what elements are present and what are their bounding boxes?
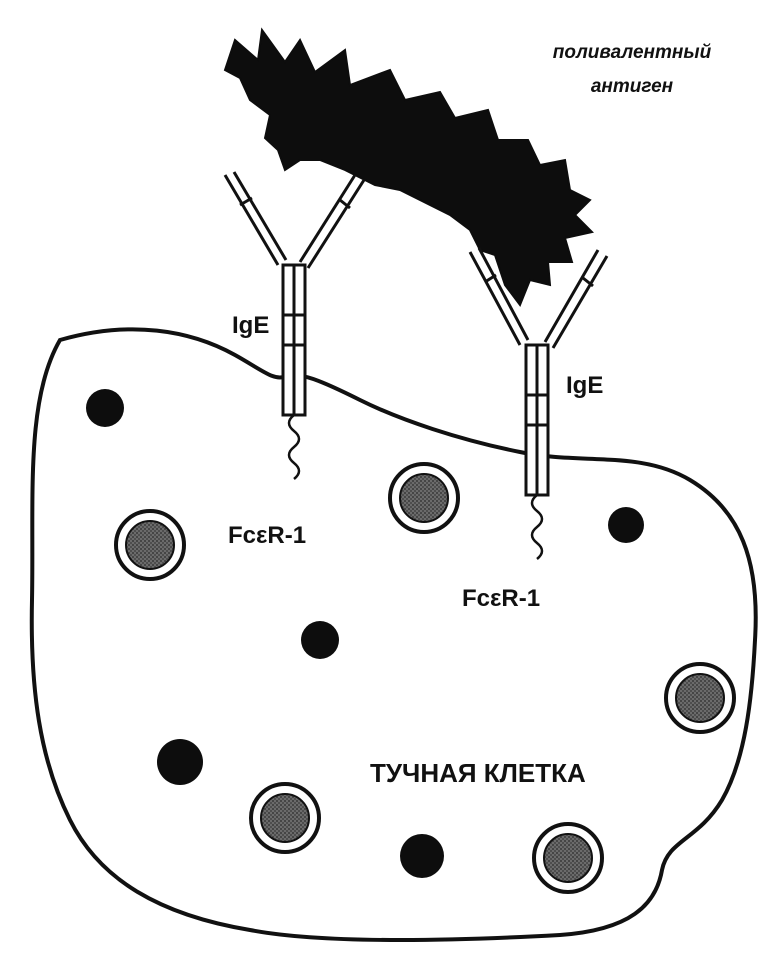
ige-right-label: IgE bbox=[566, 372, 603, 399]
receptor-left-label: FcεR-1 bbox=[228, 522, 306, 549]
antigen-label-line1: поливалентный bbox=[553, 42, 712, 63]
mast-cell-membrane bbox=[32, 329, 756, 940]
ige-left-label: IgE bbox=[232, 312, 269, 339]
solid-granule bbox=[157, 739, 203, 785]
receptor-right-label: FcεR-1 bbox=[462, 585, 540, 612]
solid-granule bbox=[400, 834, 444, 878]
ringed-granule bbox=[251, 784, 319, 852]
antigen-shape bbox=[225, 30, 592, 305]
cell-label: ТУЧНАЯ КЛЕТКА bbox=[370, 758, 586, 788]
solid-granule bbox=[301, 621, 339, 659]
ige-right-antibody bbox=[470, 248, 607, 559]
solid-granule bbox=[86, 389, 124, 427]
solid-granule bbox=[608, 507, 644, 543]
ringed-granule bbox=[666, 664, 734, 732]
ringed-granule bbox=[390, 464, 458, 532]
ringed-granule bbox=[116, 511, 184, 579]
antigen-label-line2: антиген bbox=[591, 76, 674, 97]
ringed-granule bbox=[534, 824, 602, 892]
